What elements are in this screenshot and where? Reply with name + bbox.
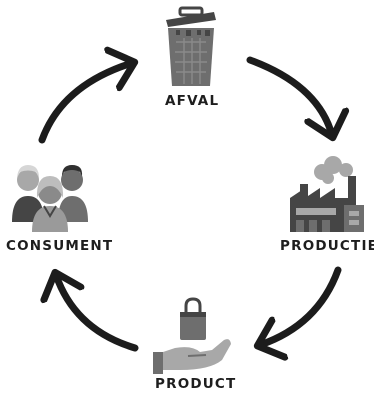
hand-holding-bag-icon: [153, 297, 231, 374]
label-consument: CONSUMENT: [6, 238, 114, 254]
label-afval: AFVAL: [165, 93, 220, 109]
label-productie: PRODUCTIE: [280, 238, 374, 254]
arrow-consument-to-afval: [38, 63, 132, 144]
arrow-afval-to-productie: [246, 56, 332, 135]
trash-bin-icon: [166, 6, 216, 86]
factory-icon: [290, 156, 364, 232]
label-product: PRODUCT: [155, 376, 237, 392]
arrow-productie-to-product: [260, 266, 342, 345]
arrow-product-to-consument: [56, 275, 139, 352]
people-group-icon: [12, 165, 88, 232]
